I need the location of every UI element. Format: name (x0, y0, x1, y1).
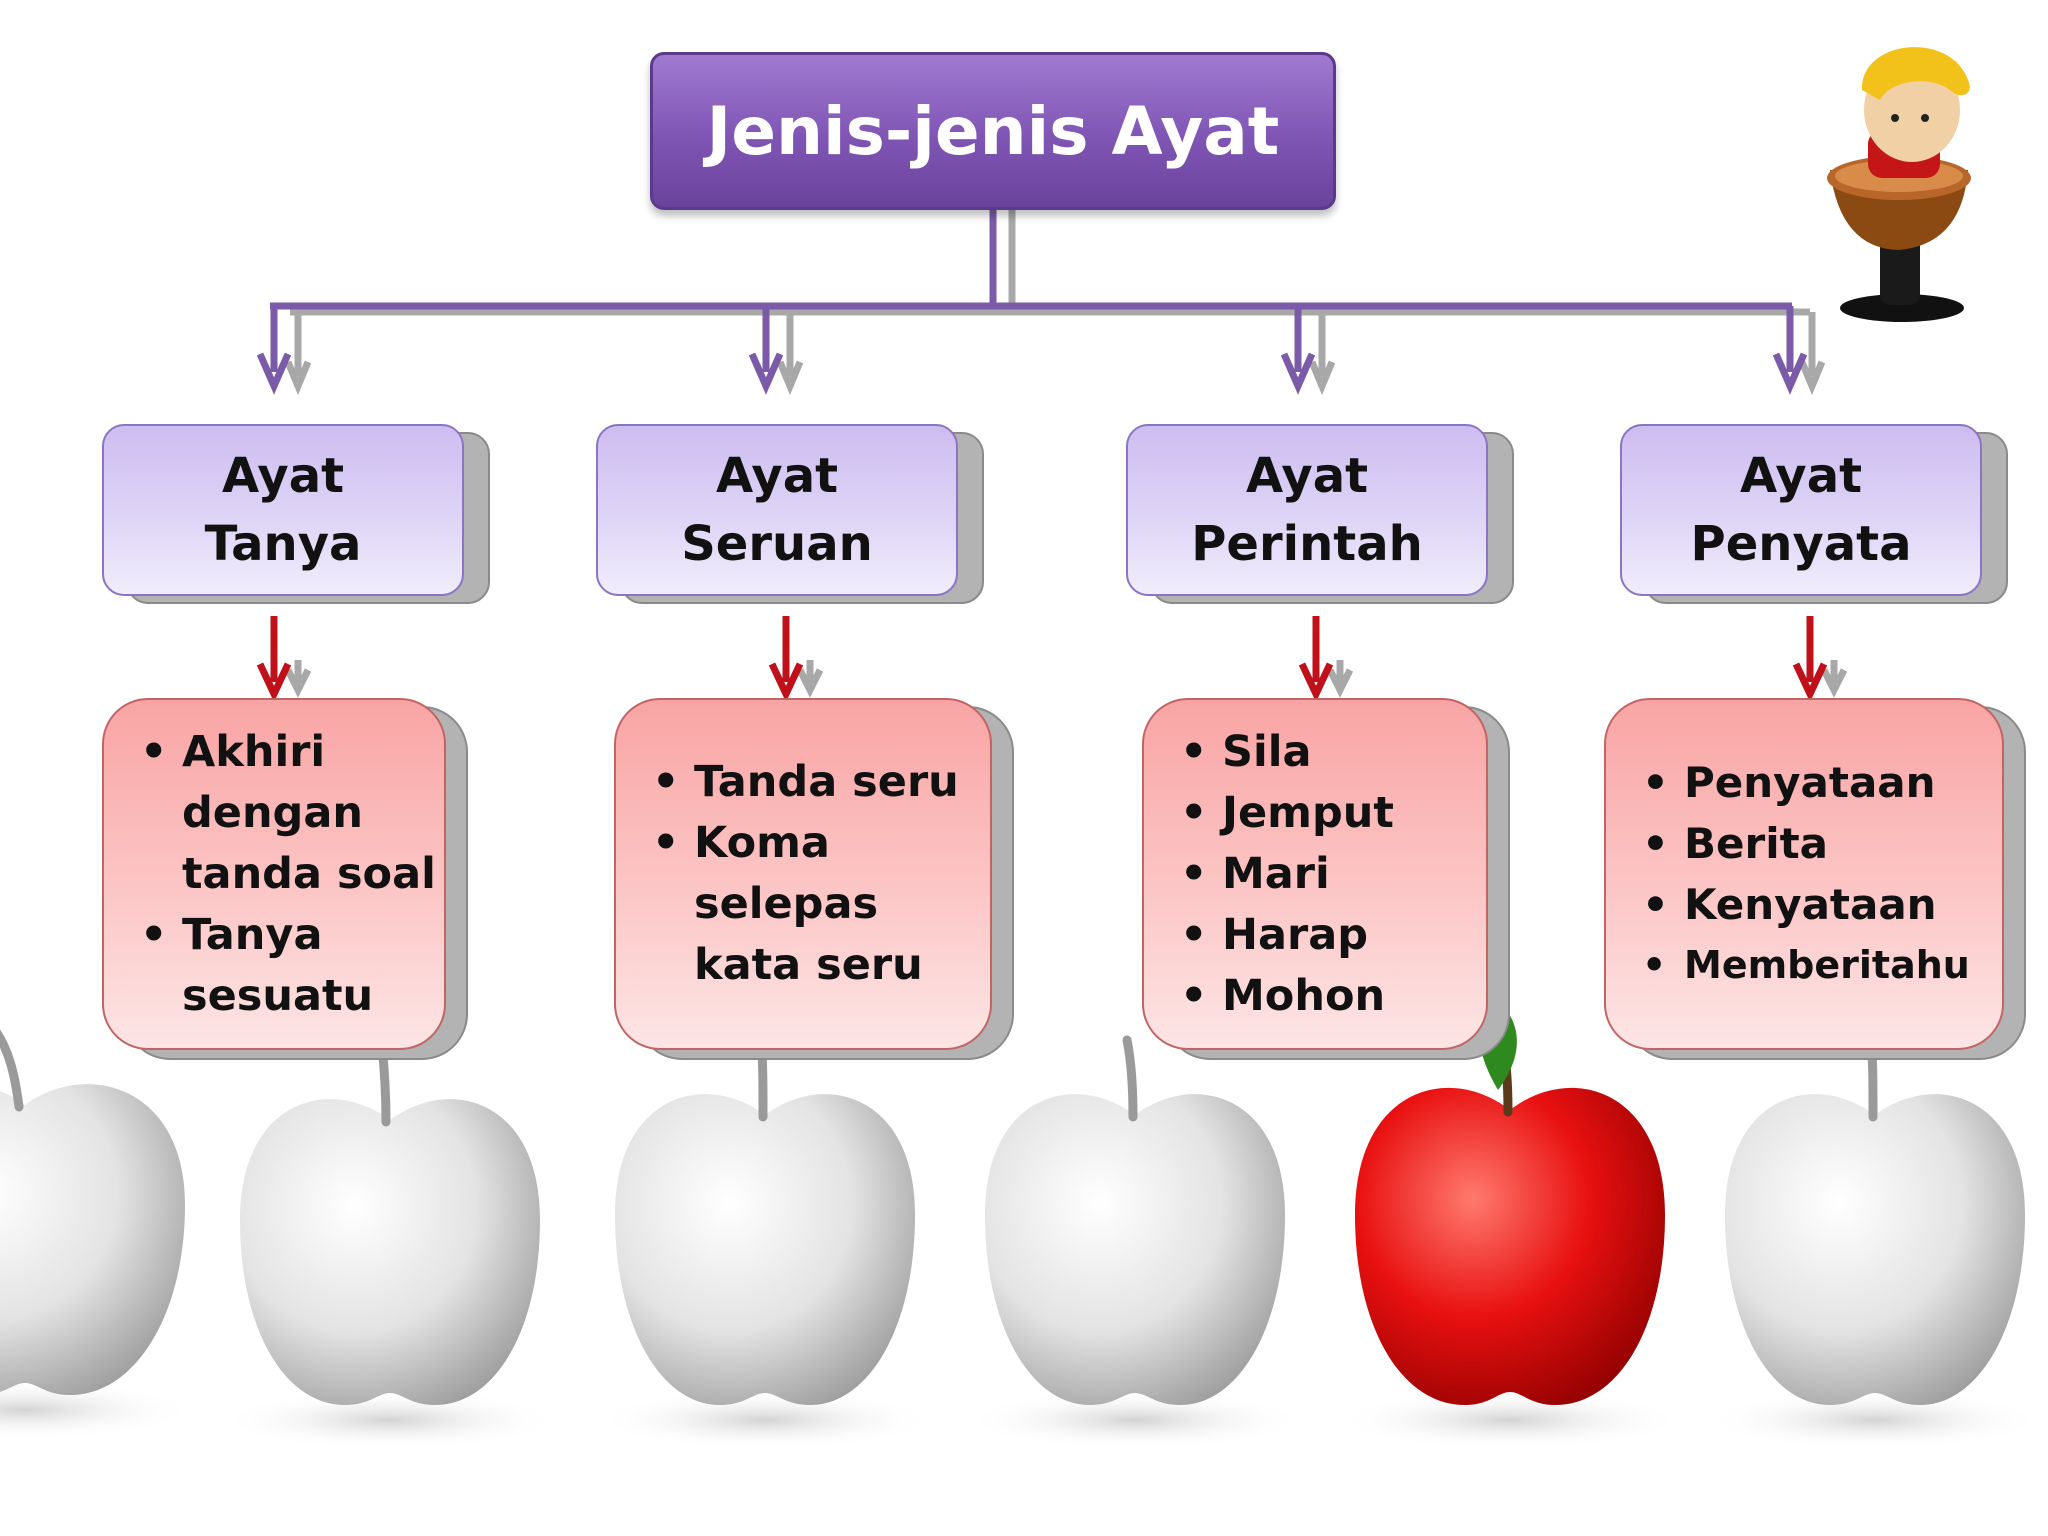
bullet-list: Penyataan Berita Kenyataan Memberitahu (1606, 752, 1970, 996)
bullet-list: Sila Jemput Mari Harap Mohon (1144, 722, 1394, 1027)
down-arrow-icon (1280, 306, 1336, 396)
list-item: Tanda seru (652, 752, 990, 813)
type-label-line1: Ayat (1739, 448, 1863, 504)
desc-box: Penyataan Berita Kenyataan Memberitahu (1604, 698, 2004, 1050)
down-arrow-icon (256, 616, 312, 703)
list-item: Mari (1180, 844, 1394, 905)
desc-box: Tanda seru Koma selepas kata seru (614, 698, 992, 1050)
type-label-line2: Tanya (204, 516, 362, 572)
down-arrow-icon (1298, 616, 1354, 703)
list-item: Harap (1180, 905, 1394, 966)
down-arrow-icon (256, 306, 312, 396)
type-box: Ayat Seruan (596, 424, 958, 596)
desc-box: Sila Jemput Mari Harap Mohon (1142, 698, 1488, 1050)
diagram-title: Jenis-jenis Ayat (706, 92, 1280, 170)
type-box: Ayat Perintah (1126, 424, 1488, 596)
bullet-list: Tanda seru Koma selepas kata seru (616, 752, 990, 996)
list-item: Berita (1642, 813, 1970, 874)
type-label-line1: Ayat (221, 448, 345, 504)
list-item: Tanya sesuatu (140, 905, 444, 1027)
white-apple-icon (220, 1040, 560, 1450)
desc-box: Akhiri dengan tanda soal Tanya sesuatu (102, 698, 446, 1050)
desc-node-penyata: Penyataan Berita Kenyataan Memberitahu (1604, 698, 2026, 1060)
type-node-seruan: Ayat Seruan (596, 424, 984, 604)
type-label-line1: Ayat (1245, 448, 1369, 504)
down-arrow-icon (1772, 306, 1826, 396)
down-arrow-icon (1792, 616, 1848, 703)
list-item: Kenyataan (1642, 874, 1970, 935)
type-node-tanya: Ayat Tanya (102, 424, 490, 604)
desc-node-perintah: Sila Jemput Mari Harap Mohon (1142, 698, 1510, 1060)
list-item: Sila (1180, 722, 1394, 783)
connector-lines (270, 206, 1792, 310)
title-box: Jenis-jenis Ayat (650, 52, 1336, 210)
list-item: Penyataan (1642, 752, 1970, 813)
type-label-line2: Seruan (681, 516, 873, 572)
down-arrow-icon (748, 306, 804, 396)
white-apple-icon (1705, 1035, 2045, 1450)
type-box: Ayat Penyata (1620, 424, 1982, 596)
type-node-penyata: Ayat Penyata (1620, 424, 2008, 604)
list-item: Akhiri dengan tanda soal (140, 722, 444, 905)
down-arrow-icon (768, 616, 824, 703)
desc-node-tanya: Akhiri dengan tanda soal Tanya sesuatu (102, 698, 468, 1060)
type-label-line1: Ayat (715, 448, 839, 504)
list-item: Mohon (1180, 966, 1394, 1027)
bullet-list: Akhiri dengan tanda soal Tanya sesuatu (104, 722, 444, 1027)
white-apple-icon (965, 1035, 1305, 1450)
list-item: Koma selepas kata seru (652, 813, 990, 996)
type-label-line2: Penyata (1690, 516, 1912, 572)
type-box: Ayat Tanya (102, 424, 464, 596)
list-item: Jemput (1180, 783, 1394, 844)
white-apple-icon (0, 1029, 195, 1440)
desc-node-seruan: Tanda seru Koma selepas kata seru (614, 698, 1014, 1060)
type-node-perintah: Ayat Perintah (1126, 424, 1514, 604)
list-item: Memberitahu (1642, 935, 1970, 996)
type-label-line2: Perintah (1191, 516, 1423, 572)
